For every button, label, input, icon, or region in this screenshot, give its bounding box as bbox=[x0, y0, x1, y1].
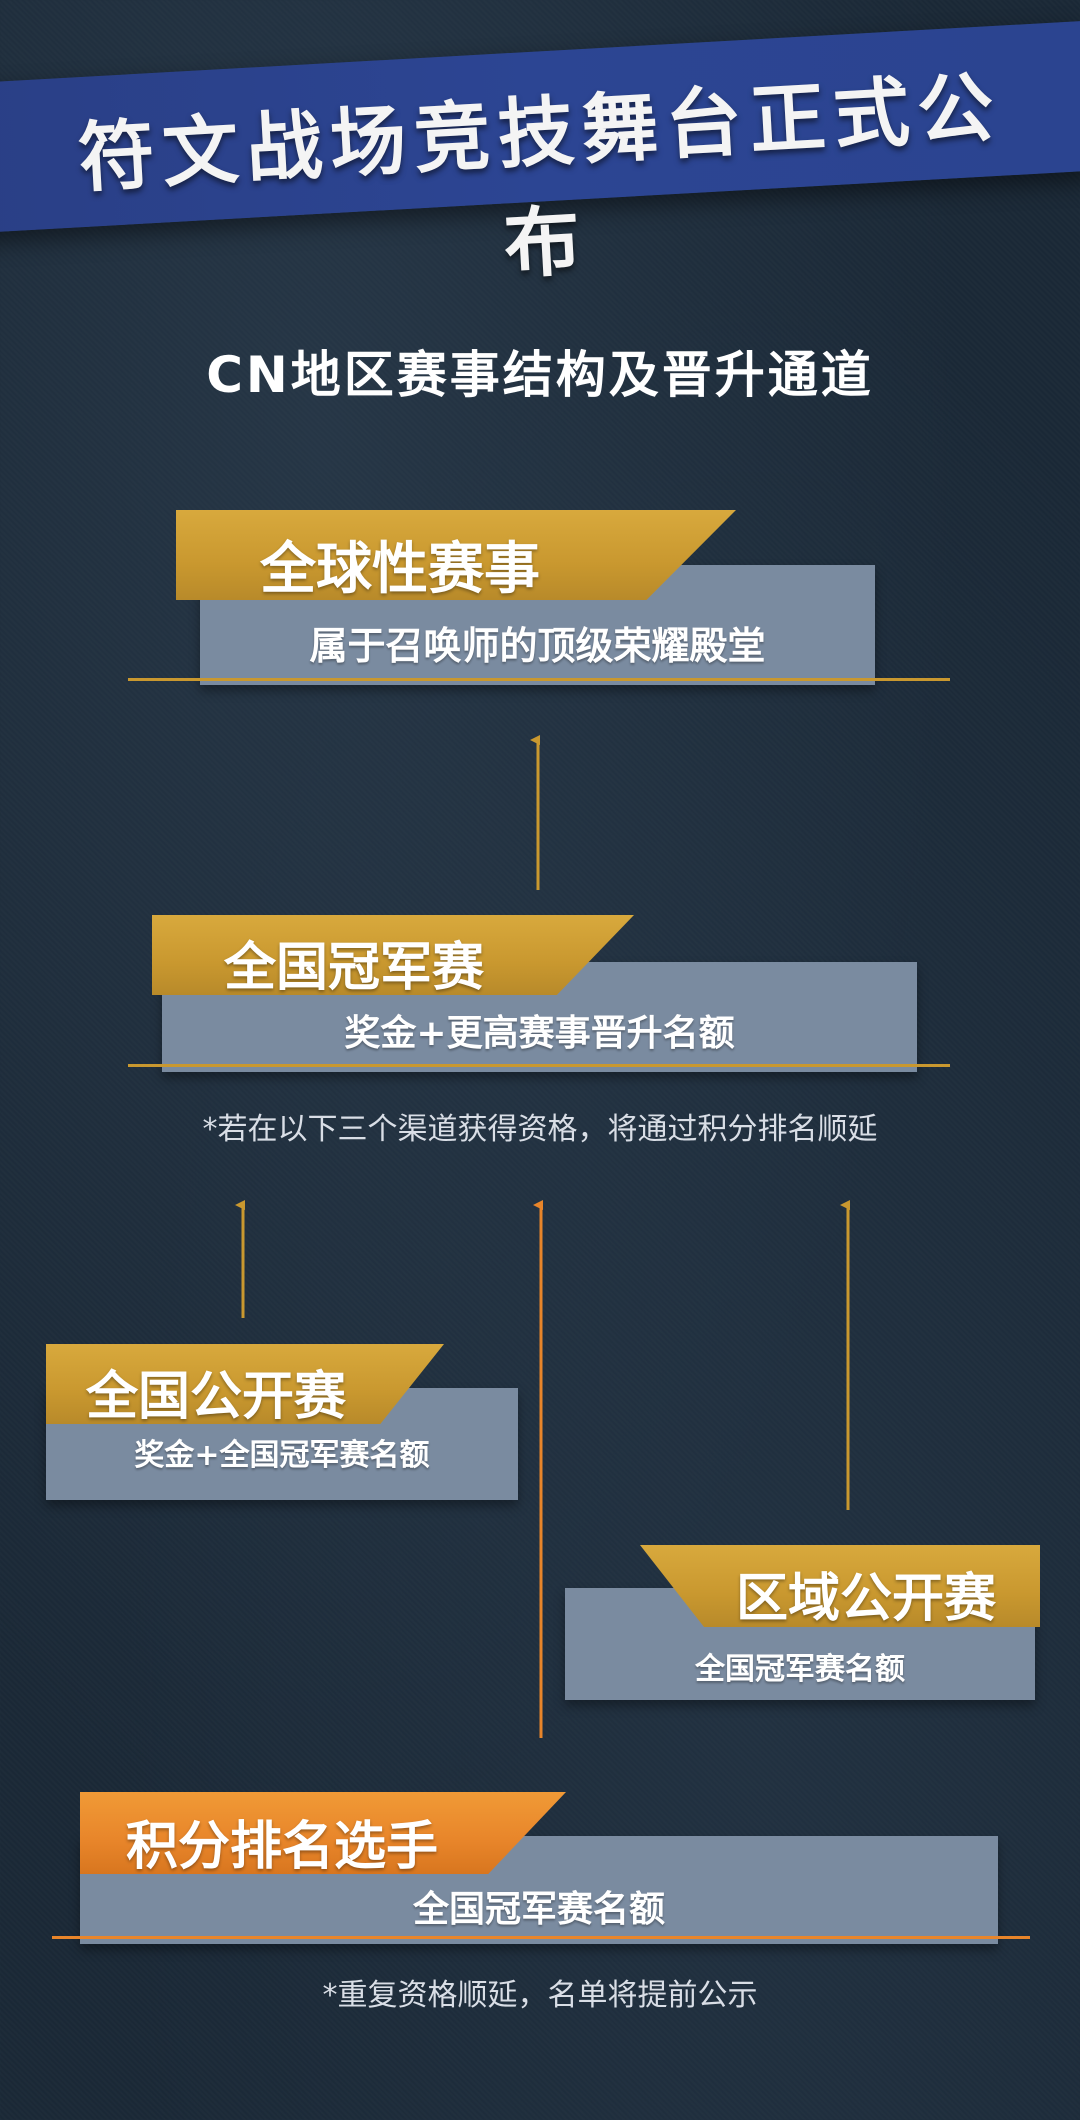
diagram-subtitle: CN地区赛事结构及晋升通道 bbox=[206, 346, 874, 404]
tier-ranked-tab: 积分排名选手 bbox=[80, 1792, 566, 1877]
tier-national-open-desc: 奖金+全国冠军赛名额 bbox=[134, 1438, 430, 1473]
tier-championship-tab: 全国冠军赛 bbox=[152, 915, 634, 998]
tier-national-open-fold bbox=[18, 1352, 48, 1477]
tier-global-panel: 属于召唤师的顶级荣耀殿堂 bbox=[200, 565, 875, 685]
tier-global-title: 全球性赛事 bbox=[260, 537, 540, 602]
tier-ranked-desc: 全国冠军赛名额 bbox=[412, 1889, 665, 1930]
tier-global-tab: 全球性赛事 bbox=[176, 510, 736, 602]
duplicate-note: *重复资格顺延，名单将提前公示 bbox=[322, 1978, 758, 2013]
tier-global-desc: 属于召唤师的顶级荣耀殿堂 bbox=[309, 624, 766, 668]
tier-national-open-tab: 全国公开赛 bbox=[46, 1344, 444, 1427]
tier-ranked-fold bbox=[52, 1800, 82, 1925]
tier-regional-open-fold bbox=[1036, 1553, 1066, 1673]
tier-global-underline bbox=[128, 678, 950, 681]
tier-ranked-title: 积分排名选手 bbox=[126, 1817, 439, 1877]
tier-national-open-title: 全国公开赛 bbox=[86, 1367, 347, 1427]
tier-regional-open-desc: 全国冠军赛名额 bbox=[695, 1652, 905, 1687]
tier-ranked-underline bbox=[52, 1936, 1030, 1939]
tier-global-fold bbox=[146, 520, 176, 660]
tier-championship-fold bbox=[122, 925, 152, 1050]
rollover-note: *若在以下三个渠道获得资格，将通过积分排名顺延 bbox=[202, 1112, 878, 1147]
tier-championship-desc: 奖金+更高赛事晋升名额 bbox=[344, 1013, 735, 1054]
tier-championship-title: 全国冠军赛 bbox=[224, 938, 485, 998]
tier-championship-underline bbox=[128, 1064, 950, 1067]
tier-regional-open-title: 区域公开赛 bbox=[736, 1569, 997, 1629]
